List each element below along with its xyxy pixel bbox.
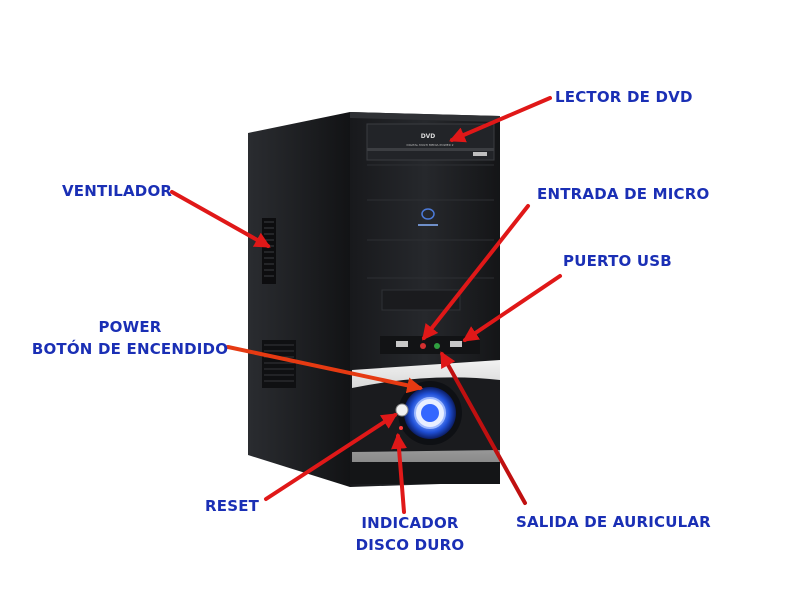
brand-logo <box>418 208 438 226</box>
side-fan-vent <box>262 218 276 284</box>
label-puerto-usb: PUERTO USB <box>563 252 672 270</box>
usb-port-right[interactable] <box>450 341 462 347</box>
dvd-eject-button[interactable] <box>473 152 487 156</box>
accessory-bay <box>381 289 461 311</box>
arrow-entrada-micro <box>422 204 530 341</box>
mic-jack[interactable] <box>420 343 426 349</box>
label-indicador-line2: DISCO DURO <box>355 536 465 554</box>
front-io-strip <box>380 336 480 354</box>
usb-port-left[interactable] <box>396 341 408 347</box>
arrow-lector-dvd <box>449 96 552 143</box>
arrow-ventilador <box>170 190 271 248</box>
drive-caption: DIGITAL MULTI MEDIA POWER 2 <box>406 143 453 147</box>
label-lector-dvd: LECTOR DE DVD <box>555 88 693 106</box>
label-salida-auricular: SALIDA DE AURICULAR <box>516 513 711 531</box>
arrow-puerto-usb <box>462 274 562 342</box>
dvd-logo: DVD <box>421 133 436 140</box>
label-reset: RESET <box>205 497 260 515</box>
arrow-power <box>226 345 424 394</box>
label-entrada-micro: ENTRADA DE MICRO <box>537 185 710 203</box>
arrow-indicador <box>391 432 407 514</box>
case-side-panel <box>248 112 350 487</box>
hdd-led <box>399 426 403 430</box>
reset-button[interactable] <box>395 403 409 417</box>
side-lower-vent <box>262 340 296 388</box>
label-power-line2: BOTÓN DE ENCENDIDO <box>31 340 229 358</box>
headphone-jack[interactable] <box>434 343 440 349</box>
label-power-line1: POWER <box>98 318 162 336</box>
label-ventilador: VENTILADOR <box>62 182 173 200</box>
arrow-salida-auricular <box>440 351 527 505</box>
label-indicador-line1: INDICADOR <box>361 514 459 532</box>
label-power: POWER BOTÓN DE ENCENDIDO <box>30 316 230 360</box>
arrow-reset <box>264 413 398 501</box>
power-button[interactable] <box>398 381 462 445</box>
label-indicador: INDICADOR DISCO DURO <box>350 512 470 556</box>
